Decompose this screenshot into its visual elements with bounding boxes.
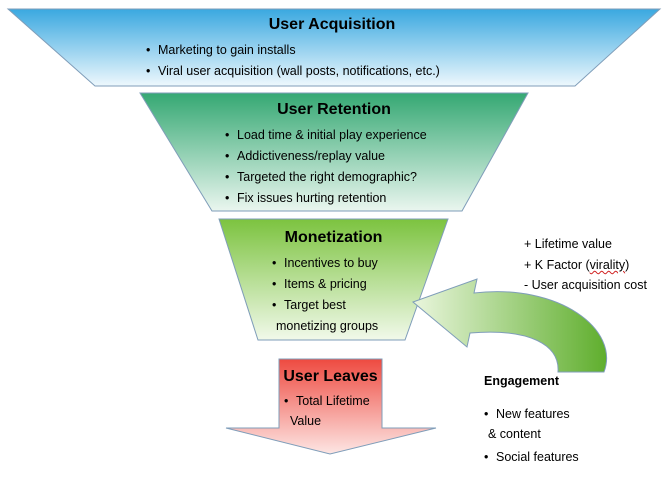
monetization-bullet: •Target best: [272, 298, 346, 312]
leaves-title: User Leaves: [283, 368, 378, 385]
bullet-symbol: •: [484, 407, 489, 421]
monetization-bullet-continued: monetizing groups: [276, 319, 379, 333]
retention-bullet: •Targeted the right demographic?: [225, 170, 417, 184]
engagement-return-arrow: [412, 278, 607, 373]
engagement-bullet-continued: & content: [488, 427, 541, 441]
bullet-symbol: •: [225, 191, 230, 205]
bullet-symbol: •: [225, 128, 230, 142]
bullet-symbol: •: [272, 277, 277, 291]
retention-title: User Retention: [277, 101, 391, 118]
engagement-label: Engagement: [484, 374, 560, 388]
engagement-bullet: •Social features: [484, 450, 579, 464]
k-factor: + K Factor (virality): [524, 258, 630, 272]
bullet-symbol: •: [146, 43, 151, 57]
bullet-symbol: •: [146, 64, 151, 78]
acquisition-cost-factor: - User acquisition cost: [524, 278, 647, 292]
leaves-bullet: •Total Lifetime: [284, 394, 370, 408]
retention-stage-shape: [139, 92, 529, 212]
lifetime-value-factor: + Lifetime value: [524, 237, 612, 251]
acquisition-title: User Acquisition: [268, 16, 396, 33]
retention-bullet: •Load time & initial play experience: [225, 128, 427, 142]
acquisition-bullet: •Viral user acquisition (wall posts, not…: [146, 64, 440, 78]
bullet-symbol: •: [284, 394, 289, 408]
monetization-bullet: •Incentives to buy: [272, 256, 378, 270]
engagement-bullet: •New features: [484, 407, 570, 421]
monetization-bullet: •Items & pricing: [272, 277, 367, 291]
bullet-symbol: •: [272, 256, 277, 270]
bullet-symbol: •: [484, 450, 489, 464]
monetization-title: Monetization: [284, 229, 383, 246]
bullet-symbol: •: [272, 298, 277, 312]
bullet-symbol: •: [225, 149, 230, 163]
acquisition-stage-shape: [6, 8, 662, 87]
leaves-bullet-continued: Value: [290, 414, 322, 428]
retention-bullet: •Addictiveness/replay value: [225, 149, 385, 163]
acquisition-bullet: •Marketing to gain installs: [146, 43, 296, 57]
retention-bullet: •Fix issues hurting retention: [225, 191, 387, 205]
bullet-symbol: •: [225, 170, 230, 184]
monetization-stage-shape: [218, 218, 449, 341]
user-leaves-arrow: [225, 358, 437, 455]
